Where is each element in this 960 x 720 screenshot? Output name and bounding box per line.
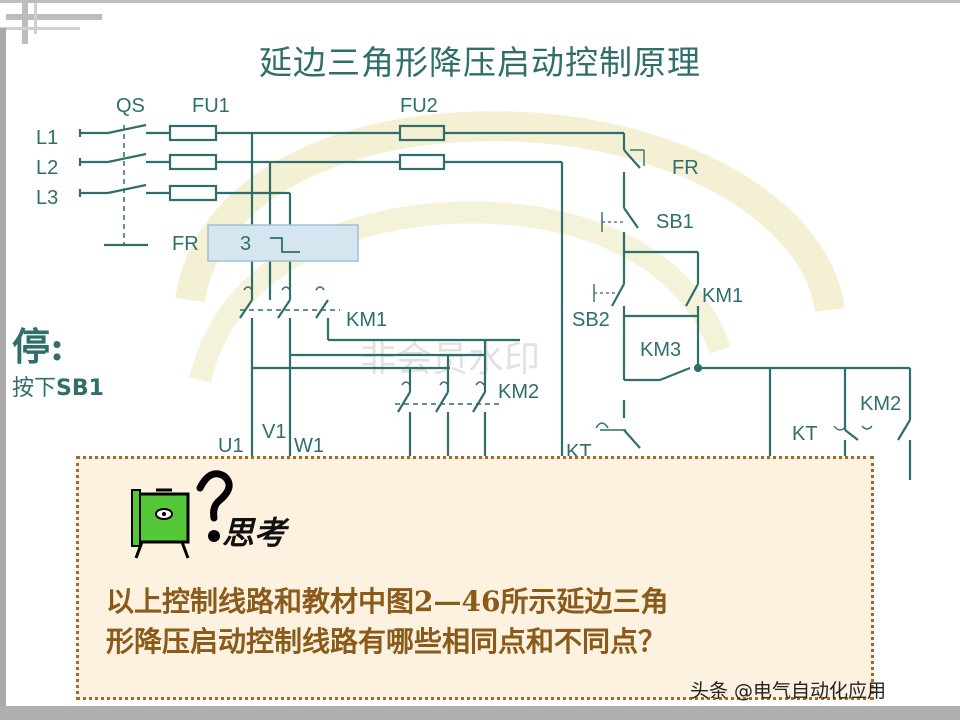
label-km1-ctrl: KM1 xyxy=(702,285,743,307)
label-fu2: FU2 xyxy=(400,95,438,117)
label-l3: L3 xyxy=(36,187,58,209)
label-fr-count: 3 xyxy=(240,233,251,255)
question-text: 以上控制线路和教材中图2—46所示延边三角 形降压启动控制线路有哪些相同点和不同… xyxy=(106,582,866,662)
label-kt-ctrl: KT xyxy=(792,423,818,445)
km2-main-contacts xyxy=(395,381,500,413)
label-km2-ctrl: KM2 xyxy=(860,393,901,415)
label-km1-main: KM1 xyxy=(346,309,387,331)
label-sb2: SB2 xyxy=(572,309,610,331)
label-u1: U1 xyxy=(218,435,244,457)
sb1-contact xyxy=(601,207,639,232)
km1-aux-contact xyxy=(685,283,699,307)
think-label: 思考 xyxy=(222,514,287,552)
supply-terminals xyxy=(78,129,148,247)
label-l1: L1 xyxy=(36,127,58,149)
fr-thermal-relay-block xyxy=(207,224,359,262)
question-line-2: 形降压启动控制线路有哪些相同点和不同点？ xyxy=(106,625,667,658)
stop-heading: 停: xyxy=(12,324,65,369)
label-l2: L2 xyxy=(36,157,58,179)
think-box xyxy=(76,456,874,700)
km3-aux-contact xyxy=(622,340,691,382)
label-fu1: FU1 xyxy=(192,95,230,117)
thinking-computer-icon xyxy=(131,470,233,559)
watermark-text: 非会员水印 xyxy=(360,339,541,380)
qs-switch xyxy=(107,123,147,245)
stop-action-button: SB1 xyxy=(56,376,104,401)
label-km3-ctrl: KM3 xyxy=(640,339,681,361)
stop-description: 按下SB1 xyxy=(12,370,104,402)
slide-title: 延边三角形降压启动控制原理 xyxy=(259,43,701,82)
kt-timer-contact xyxy=(833,420,873,441)
fu1-fuses xyxy=(168,124,218,202)
sb2-contact xyxy=(593,283,625,307)
credit-watermark: 头条 @电气自动化应用 xyxy=(690,680,887,702)
label-fr-main: FR xyxy=(172,233,199,255)
question-line-1: 以上控制线路和教材中图2—46所示延边三角 xyxy=(106,585,669,618)
stop-action-prefix: 按下 xyxy=(12,376,57,401)
km1-main-contacts xyxy=(239,286,340,319)
label-km2-main: KM2 xyxy=(498,381,539,403)
label-qs: QS xyxy=(116,95,145,117)
kt-lower-contact xyxy=(595,400,641,449)
label-fr-ctrl: FR xyxy=(672,157,699,179)
fr-control-contact xyxy=(623,149,645,169)
km2-aux-contact xyxy=(897,419,911,441)
fu2-fuses xyxy=(398,124,446,171)
label-w1: W1 xyxy=(294,435,324,457)
label-sb1: SB1 xyxy=(656,211,694,233)
label-v1: V1 xyxy=(262,421,286,443)
